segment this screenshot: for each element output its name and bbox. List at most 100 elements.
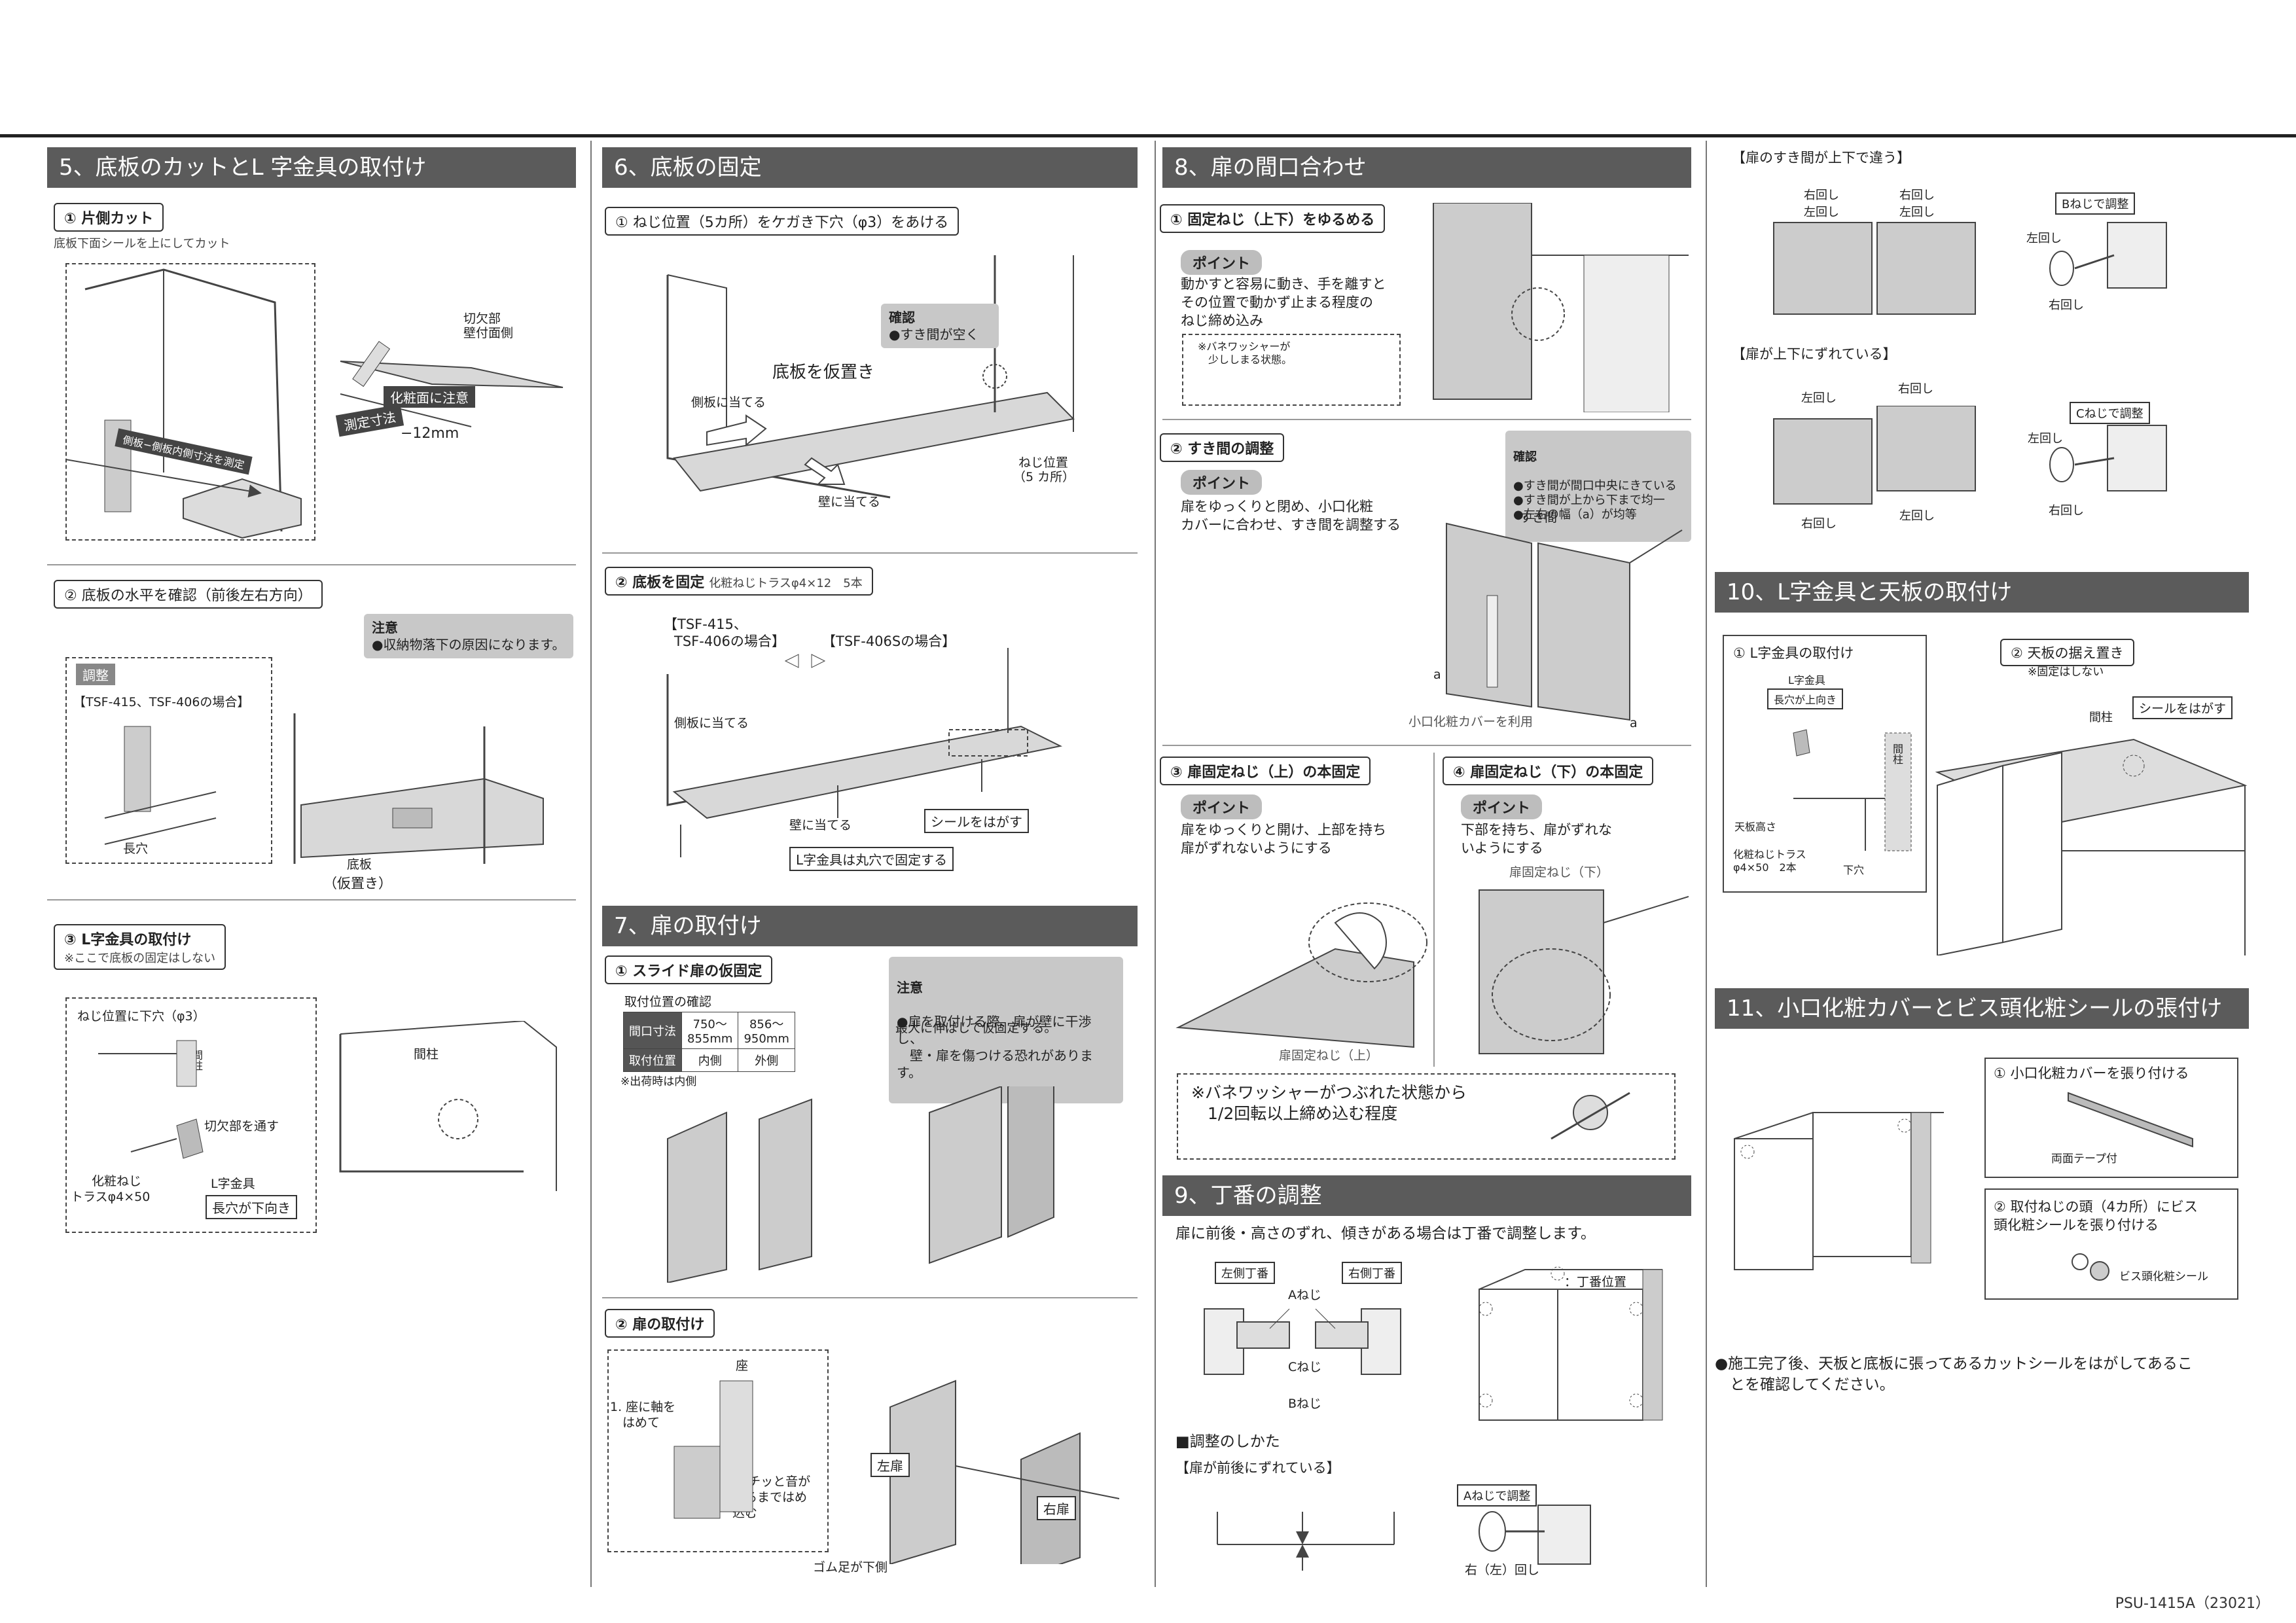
s6-step2: ② 底板を固定 化粧ねじトラスφ4×12 5本 <box>605 567 873 596</box>
s7-step2: ② 扉の取付け <box>605 1309 715 1338</box>
a-screw-label: Aねじ <box>1288 1288 1321 1302</box>
note-text: ●扉を取付ける際、扉が壁に干渉し、 壁・扉を傷つける恐れがあります。 <box>897 1014 1093 1080</box>
cover-label: 小口化粧カバーを利用 <box>1408 715 1534 729</box>
cover-strip <box>2068 1092 2193 1148</box>
step-label: ① 小口化粧カバーを張り付ける <box>1994 1065 2189 1081</box>
step-label: ③ 扉固定ねじ（上）の本固定 <box>1160 757 1371 785</box>
separator <box>1162 419 1691 420</box>
lbracket-label: L字金具 <box>211 1177 255 1191</box>
shift-diagram <box>1773 406 1976 505</box>
step-label: ② 取付ねじの頭（4カ所）にビス 頭化粧シールを張り付ける <box>1994 1199 2198 1233</box>
confirm-note: 確認 ●すき間が間口中央にきている ●すき間が上から下まで均一 ●左右の幅（a）… <box>1505 431 1691 542</box>
table-cell: 856〜 950mm <box>738 1012 795 1049</box>
step-label: ④ 扉固定ねじ（下）の本固定 <box>1443 757 1654 785</box>
section-title: 9、丁番の調整 <box>1162 1175 1691 1216</box>
screw-label: 化粧ねじ <box>92 1174 142 1188</box>
screw-pos-label: ねじ位置 <box>1018 455 1069 470</box>
b-adjust-label: Bねじで調整 <box>2055 192 2136 215</box>
step-label: ① 片側カット <box>54 203 164 232</box>
long-hole-label: 長穴 <box>123 842 149 856</box>
a-adjust-label: Aねじで調整 <box>1457 1484 1537 1507</box>
tsf415-label: 【TSF-415、 <box>664 616 747 632</box>
s7-step1: ① スライド扉の仮固定 <box>605 955 773 984</box>
temp-place-illustration <box>666 255 1075 499</box>
adjust-models: 【TSF-415、TSF-406の場合】 <box>73 695 250 709</box>
shift-label: 【扉が上下にずれている】 <box>1732 346 1897 362</box>
point-badge: ポイント <box>1181 250 1263 275</box>
turn-label: 左回し <box>1804 205 1839 219</box>
b-adjust-diagram <box>2049 222 2167 289</box>
turn-label: 右回し <box>1804 188 1839 202</box>
front-back-diagram <box>1217 1512 1395 1571</box>
right-hinge-label: 右側丁番 <box>1342 1262 1402 1284</box>
turn-label: 左回し <box>2028 432 2063 446</box>
fix-lower-illustration <box>1479 889 1689 1054</box>
level-illustration <box>104 713 544 864</box>
point-badge: ポイント <box>1461 794 1543 819</box>
tsf406-label: TSF-406の場合】 <box>674 633 785 649</box>
s5-step3: ③ L字金具の取付け ※ここで底板の固定はしない <box>54 924 226 970</box>
adjust-label: 調整 <box>76 664 115 685</box>
rl-label: 右（左）回し <box>1465 1563 1540 1577</box>
left-hinge-label: 左側丁番 <box>1215 1262 1275 1284</box>
top-board-diagram <box>1935 738 2248 955</box>
cut-face-label: 化粧面に注意 <box>384 386 475 408</box>
lb-label: L字金具 <box>1788 674 1825 687</box>
seat-label: 座 <box>736 1359 749 1373</box>
notch-label: 切欠部を通す <box>204 1119 279 1133</box>
sub-divider <box>1433 753 1435 1067</box>
hit-side2-label: 側板に当てる <box>674 716 749 730</box>
lbracket-mount-diagram <box>1793 729 1912 851</box>
section-title: 10、L字金具と天板の取付け <box>1715 572 2249 613</box>
gap-label: すき間 <box>1520 510 1558 525</box>
truss-label: トラスφ4×50 <box>71 1190 151 1204</box>
note-text: ●収納物落下の原因になります。 <box>372 637 565 652</box>
bottom-board-label: 底板 <box>347 857 372 872</box>
pillar2-label: 間柱 <box>414 1047 439 1061</box>
long-hole-down-label: 長穴が下向き <box>206 1195 297 1219</box>
screw-up-label: 扉固定ねじ（上） <box>1279 1048 1379 1063</box>
ud-gap-label: 【扉のすき間が上下で違う】 <box>1732 150 1910 166</box>
step-label: ② 天板の据え置き <box>2000 639 2134 666</box>
table-cell: 内側 <box>681 1048 739 1072</box>
gap-illustration <box>1446 522 1683 721</box>
washer-icon <box>1551 1092 1630 1140</box>
turn-label: 右回し <box>1801 517 1837 531</box>
section-title: 7、扉の取付け <box>602 906 1138 946</box>
table-header: 取付位置 <box>623 1048 682 1072</box>
section-6: 6、底板の固定 <box>602 147 1138 188</box>
detail-frame <box>65 657 272 864</box>
hit-wall2-label: 壁に当てる <box>789 818 852 832</box>
confirm-note: 確認 ●すき間が空く <box>881 304 999 348</box>
step-note-2: 2. カチッと音が するまではめ 込む <box>720 1474 811 1520</box>
detail-frame <box>65 997 317 1233</box>
right-door-label: 右扉 <box>1037 1496 1076 1520</box>
hinge-pos-label: ：丁番位置 <box>1564 1275 1627 1289</box>
a-left: a <box>1433 668 1441 682</box>
door-illustration <box>667 1086 1054 1283</box>
up-label: 長穴が上向き <box>1767 688 1844 709</box>
cabinet-hinge-positions <box>1479 1266 1663 1421</box>
point-label: ポイント <box>1181 470 1263 495</box>
section-10: 10、L字金具と天板の取付け <box>1715 572 2249 613</box>
s8-step2: ② すき間の調整 <box>1160 433 1285 462</box>
mm-label: −12mm <box>401 425 459 442</box>
turn-label: 左回し <box>1899 509 1935 523</box>
detail-frame <box>65 263 315 541</box>
a-right: a <box>1630 716 1638 730</box>
step-label: ① L字金具の取付け <box>1733 645 1854 661</box>
c-screw-label: Cねじ <box>1288 1360 1322 1374</box>
spring-text: ※バネワッシャーがつぶれた状態から 1/2回転以上締め込む程度 <box>1191 1083 1467 1123</box>
caution-note: 注意 ●収納物落下の原因になります。 <box>364 614 573 658</box>
note-text: ●すき間が空く <box>889 327 979 342</box>
screw-label: 化粧ねじトラス φ4×50 2本 <box>1733 848 1806 874</box>
turn-label: 右回し <box>1899 188 1935 202</box>
front-back-label: 【扉が前後にずれている】 <box>1175 1460 1340 1476</box>
separator <box>47 564 576 565</box>
table-header: 間口寸法 <box>623 1012 682 1049</box>
s8-step4: ④ 扉固定ねじ（下）の本固定 <box>1443 757 1654 785</box>
left-door-label: 左扉 <box>870 1453 910 1477</box>
section-title: 6、底板の固定 <box>602 147 1138 188</box>
step-label: ③ L字金具の取付け <box>64 932 192 948</box>
step-note-1: 1. 座に軸を はめて <box>610 1400 676 1430</box>
